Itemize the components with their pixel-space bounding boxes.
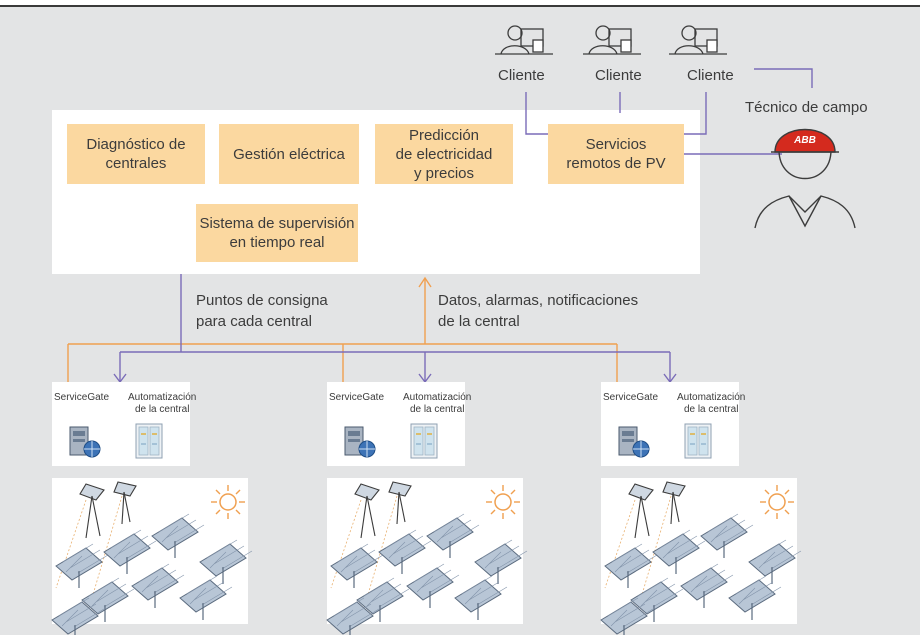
field-technician-label: Técnico de campo [745, 99, 868, 116]
servicegate-server-icon [344, 426, 376, 458]
service-text: Sistema de supervisión en tiempo real [199, 215, 355, 251]
client-label: Cliente [498, 67, 545, 84]
solar-plant-image [52, 478, 252, 635]
servicegate-label: ServiceGate [603, 392, 659, 403]
automation-label: Automatización de la central [128, 392, 197, 415]
service-text: Servicios remotos de PV [566, 136, 666, 172]
service-box-plant-diagnostics: Diagnóstico de centrales [67, 124, 205, 184]
service-text: Gestión eléctrica [233, 145, 345, 163]
data-lines [67, 276, 618, 382]
setpoints-label: Puntos de consigna para cada central [196, 292, 328, 330]
servicegate-server-icon [618, 426, 650, 458]
service-box-realtime-supervision: Sistema de supervisión en tiempo real [196, 204, 358, 262]
servicegate-label: ServiceGate [329, 392, 385, 403]
service-text: Diagnóstico de centrales [86, 136, 186, 172]
automation-cabinet-icon [684, 423, 712, 459]
data-alarms-label: Datos, alarmas, notificaciones de la cen… [438, 292, 639, 330]
plant-network-lines [67, 274, 677, 384]
setpoint-lines [113, 274, 677, 384]
user-at-computer-icon [495, 25, 553, 55]
servicegate-server-icon [69, 426, 101, 458]
top-rule [0, 5, 920, 7]
solar-plant-image [327, 478, 527, 635]
solar-plant-image [601, 478, 801, 635]
client-label: Cliente [595, 67, 642, 84]
automation-label: Automatización de la central [403, 392, 472, 415]
automation-label: Automatización de la central [677, 392, 746, 415]
svg-text:ABB: ABB [793, 135, 816, 146]
service-box-power-management: Gestión eléctrica [219, 124, 359, 184]
client-connectors [525, 68, 813, 155]
user-at-computer-icon [669, 25, 727, 55]
automation-cabinet-icon [410, 423, 438, 459]
service-box-forecasting: Predicción de electricidad y precios [375, 124, 513, 184]
user-at-computer-icon [583, 25, 641, 55]
servicegate-label: ServiceGate [54, 392, 110, 403]
service-box-remote-pv-services: Servicios remotos de PV [548, 124, 684, 184]
service-text: Predicción de electricidad y precios [395, 126, 493, 182]
client-label: Cliente [687, 67, 734, 84]
field-technician-icon: ABB [754, 128, 856, 229]
automation-cabinet-icon [135, 423, 163, 459]
